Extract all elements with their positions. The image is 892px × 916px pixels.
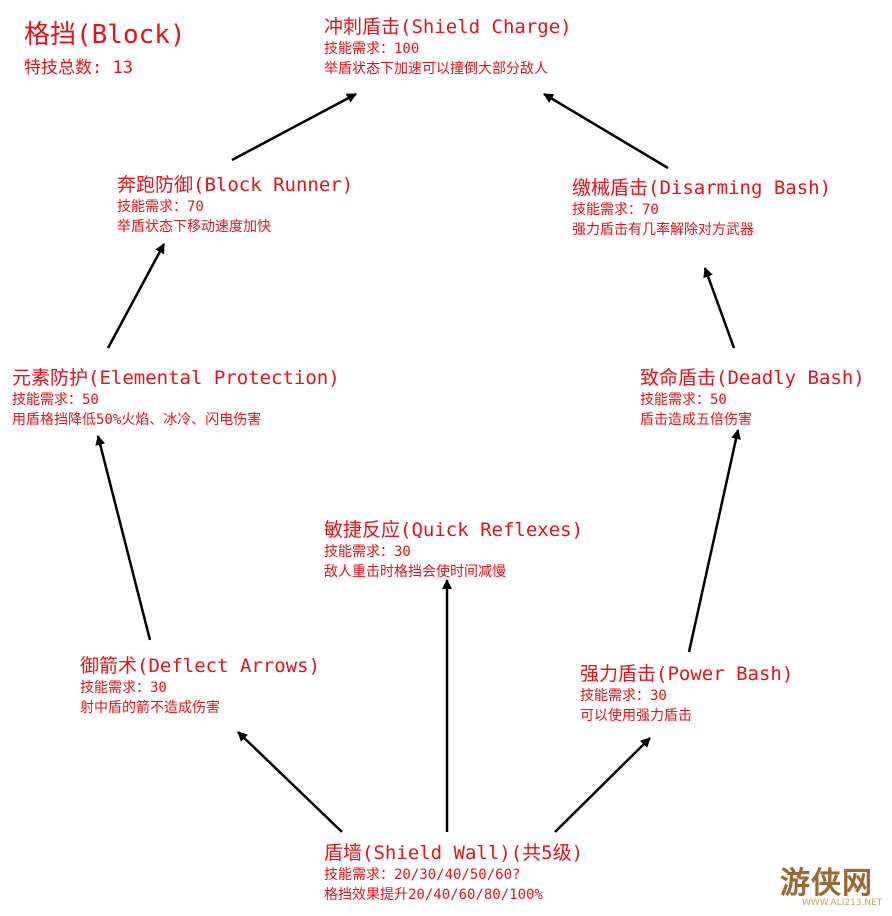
node-requirement: 技能需求：70 <box>572 202 659 218</box>
node-disarming-bash: 缴械盾击(Disarming Bash) 技能需求：70 强力盾击有几率解除对方… <box>572 176 831 240</box>
site-watermark: 游侠网 WWW.ALI213.NET <box>776 856 888 912</box>
node-name: 缴械盾击(Disarming Bash) <box>572 177 832 199</box>
node-shield-charge: 冲刺盾击(Shield Charge) 技能需求：100 举盾状态下加速可以撞倒… <box>324 15 572 79</box>
node-deflect-arrows: 御箭术(Deflect Arrows) 技能需求：30 射中盾的箭不造成伤害 <box>80 654 320 718</box>
node-description: 用盾格挡降低50%火焰、冰冷、闪电伤害 <box>12 412 262 428</box>
node-name: 元素防护(Elemental Protection) <box>12 367 340 389</box>
node-name: 御箭术(Deflect Arrows) <box>80 655 321 677</box>
node-requirement: 技能需求：50 <box>640 392 727 408</box>
arrow-block-runner-to-shield-charge <box>231 92 357 162</box>
node-description: 举盾状态下加速可以撞倒大部分敌人 <box>324 61 548 77</box>
node-quick-reflexes: 敏捷反应(Quick Reflexes) 技能需求：30 敌人重击时格挡会使时间… <box>324 518 583 582</box>
node-name: 强力盾击(Power Bash) <box>580 663 794 685</box>
node-requirement: 技能需求：50 <box>12 392 99 408</box>
node-name: 敏捷反应(Quick Reflexes) <box>324 519 584 541</box>
node-shield-wall: 盾墙(Shield Wall)(共5级) 技能需求：20/30/40/50/60… <box>324 841 583 905</box>
watermark-logo-text: 游侠网 <box>780 866 873 901</box>
node-elemental-protection: 元素防护(Elemental Protection) 技能需求：50 用盾格挡降… <box>12 366 340 430</box>
arrow-elemental-protection-to-block-runner <box>106 243 166 349</box>
node-name: 致命盾击(Deadly Bash) <box>640 367 865 389</box>
node-requirement: 技能需求：30 <box>580 688 667 704</box>
node-description: 强力盾击有几率解除对方武器 <box>572 222 754 238</box>
arrow-shield-wall-to-deflect-arrows <box>237 731 343 833</box>
node-requirement: 技能需求：70 <box>117 199 204 215</box>
node-power-bash: 强力盾击(Power Bash) 技能需求：30 可以使用强力盾击 <box>580 662 793 726</box>
node-deadly-bash: 致命盾击(Deadly Bash) 技能需求：50 盾击造成五倍伤害 <box>640 366 865 430</box>
node-description: 举盾状态下移动速度加快 <box>117 219 271 235</box>
node-name: 盾墙(Shield Wall)(共5级) <box>324 842 584 864</box>
arrow-deadly-bash-to-disarming-bash <box>703 267 736 349</box>
node-description: 敌人重击时格挡会使时间减慢 <box>324 564 506 580</box>
node-description: 格挡效果提升20/40/60/80/100% <box>324 887 543 903</box>
node-requirement: 技能需求：20/30/40/50/60? <box>324 867 521 883</box>
node-name: 冲刺盾击(Shield Charge) <box>324 16 572 38</box>
node-block-runner: 奔跑防御(Block Runner) 技能需求：70 举盾状态下移动速度加快 <box>117 173 353 237</box>
node-requirement: 技能需求：30 <box>324 544 411 560</box>
watermark-url: WWW.ALI213.NET <box>802 898 883 908</box>
node-description: 盾击造成五倍伤害 <box>640 412 752 428</box>
node-requirement: 技能需求：30 <box>80 680 167 696</box>
node-name: 奔跑防御(Block Runner) <box>117 174 354 196</box>
node-description: 射中盾的箭不造成伤害 <box>80 700 220 716</box>
perk-count: 特技总数: 13 <box>24 58 133 78</box>
arrow-power-bash-to-deadly-bash <box>687 429 741 653</box>
arrow-deflect-arrows-to-elemental-protection <box>95 435 152 641</box>
arrow-disarming-bash-to-shield-charge <box>543 92 669 170</box>
diagram-title: 格挡(Block) <box>24 20 186 50</box>
node-requirement: 技能需求：100 <box>324 41 420 57</box>
arrow-shield-wall-to-power-bash <box>554 737 651 833</box>
node-description: 可以使用强力盾击 <box>580 708 692 724</box>
